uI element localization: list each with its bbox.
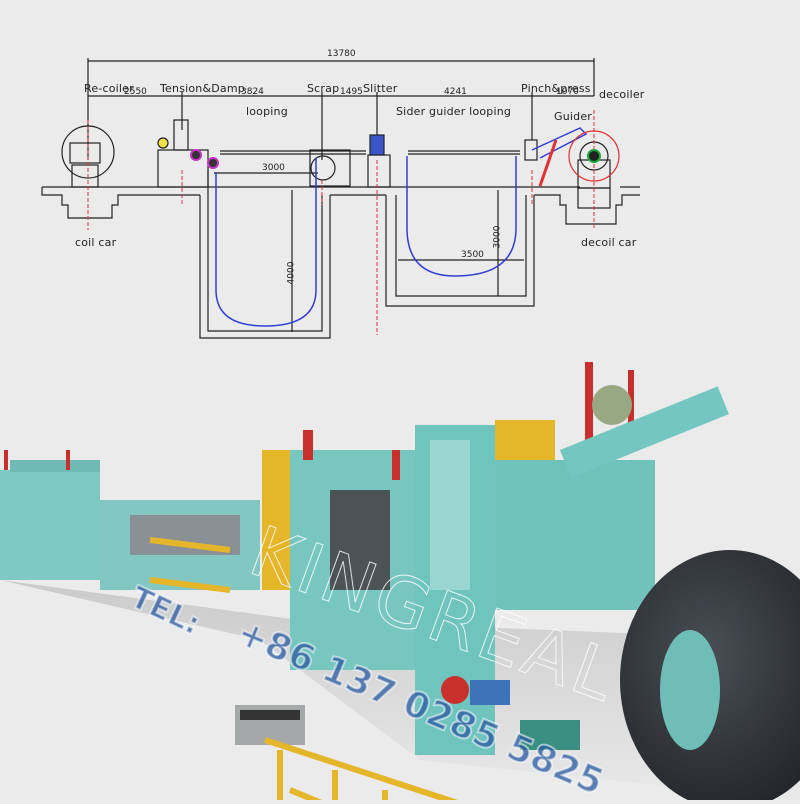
slitting-line-layout-diagram: 13780 Re-coiler 2550 Tension&Damp 3824 S…	[0, 0, 800, 345]
right-pit-depth-dimension: 3000	[492, 225, 503, 249]
recoiler-dimension: 2550	[124, 87, 147, 97]
pinch-dimension: 1070	[556, 87, 579, 97]
left-pit-width-dimension: 3000	[262, 163, 285, 173]
scrap-dimension: 1495	[340, 87, 363, 97]
right-pit-width-dimension: 3500	[461, 250, 484, 260]
slitter-dimension: 4241	[444, 87, 467, 97]
sider-guider-looping-label: Sider guider looping	[396, 105, 512, 118]
slitting-line-machine-photo: TEL: +86 137 0285 5825 KINGREAL	[0, 340, 800, 804]
tension-dimension: 3824	[241, 87, 264, 97]
left-pit-depth-dimension: 4000	[286, 261, 297, 285]
pinch-press-label: Pinch&press	[521, 82, 591, 95]
tension-damp-label: Tension&Damp	[160, 82, 245, 95]
decoil-car-label: decoil car	[581, 236, 637, 249]
slitter-label: Slitter	[363, 82, 398, 95]
total-length-dimension: 13780	[327, 49, 356, 59]
guider-label: Guider	[554, 110, 593, 123]
diagram-drawing	[41, 58, 640, 339]
looping-label: looping	[246, 105, 288, 118]
decoiler-label: decoiler	[599, 88, 645, 101]
scrap-label: Scrap	[307, 82, 340, 95]
recoiler-label: Re-coiler	[84, 82, 134, 95]
coil-car-label: coil car	[75, 236, 117, 249]
machine-illustration	[0, 362, 800, 804]
